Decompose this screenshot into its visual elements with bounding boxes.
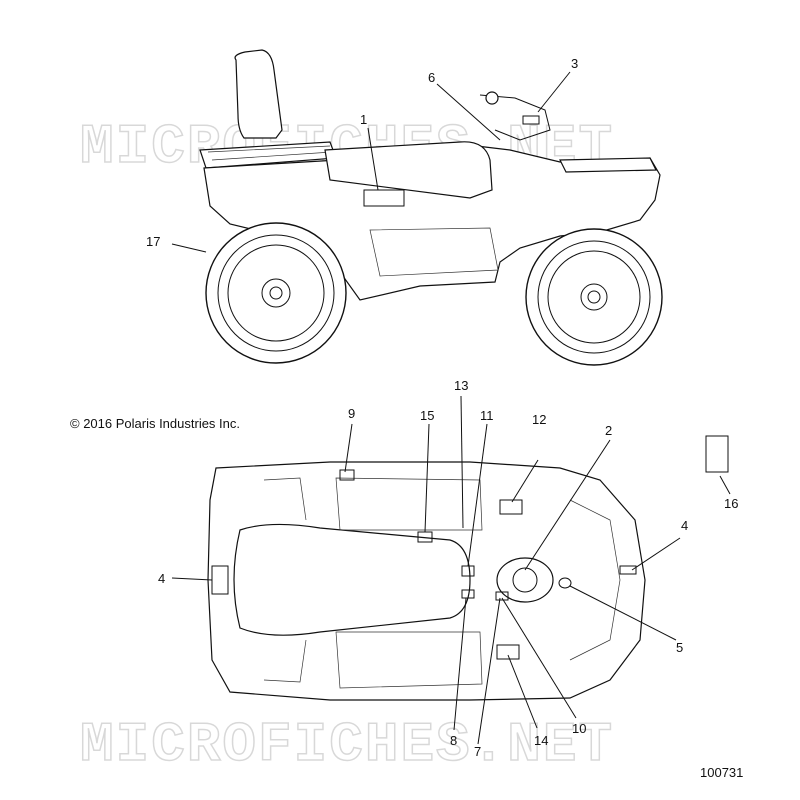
callout-16: 16 [724,496,738,511]
decal-7 [495,591,509,601]
decal-3 [522,115,540,125]
decal-5 [558,577,572,589]
callout-7: 7 [474,744,481,759]
callout-8: 8 [450,733,457,748]
callout-4-rear: 4 [158,571,165,586]
callout-9: 9 [348,406,355,421]
callout-3: 3 [571,56,578,71]
callout-4-front: 4 [681,518,688,533]
decal-12 [499,499,523,515]
callout-14: 14 [534,733,548,748]
decal-8 [461,589,475,599]
drawing-number: 100731 [700,765,744,780]
atv-side-view [199,49,663,366]
callout-10: 10 [572,721,586,736]
callout-12: 12 [532,412,546,427]
watermark-bottom: MICROFICHES.NET [79,712,614,778]
callout-11: 11 [480,408,494,423]
callout-15: 15 [420,408,434,423]
front-wheel [525,228,663,366]
callout-1: 1 [360,112,367,127]
atv-top-view [207,461,646,701]
callout-6: 6 [428,70,435,85]
decal-4-front [619,565,637,575]
rear-wheel [205,222,347,364]
callout-2: 2 [605,423,612,438]
callout-numbers: 1 2 3 4 4 5 6 7 8 9 10 11 12 13 14 15 16… [146,56,738,759]
decal-9 [339,469,355,481]
callout-13: 13 [454,378,468,393]
side-leaders [171,71,571,253]
callout-5: 5 [676,640,683,655]
svg-text:MICROFICHES.NET: MICROFICHES.NET [80,713,614,777]
decal-14 [496,644,520,660]
decal-1 [363,189,405,207]
top-leaders [171,395,731,745]
callout-17: 17 [146,234,160,249]
copyright-text: © 2016 Polaris Industries Inc. [70,416,240,431]
decal-16 [705,435,729,473]
